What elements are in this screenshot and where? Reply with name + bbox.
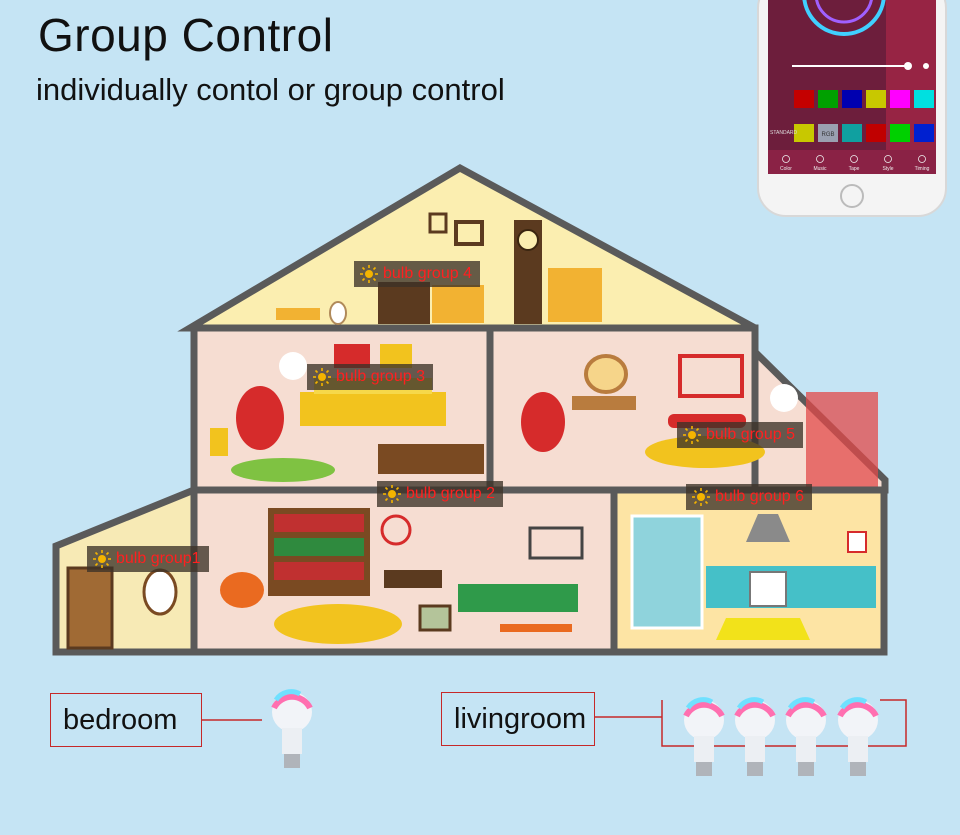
color-swatch[interactable]: [914, 124, 934, 142]
picture-frame-2: [428, 212, 448, 234]
egg-chair-2: [521, 392, 565, 452]
attic-armchair: [432, 285, 484, 323]
phone-tab-icon: [782, 155, 790, 163]
livingroom-bulb-4: [837, 697, 879, 776]
phone-tab-tape[interactable]: Tape: [849, 166, 860, 172]
bulb-group-label-text: bulb group 2: [406, 485, 495, 502]
floor-lamp-shade-2: [770, 384, 798, 412]
fridge: [630, 514, 704, 630]
green-rug: [231, 458, 335, 482]
phone-tab-style[interactable]: Style: [882, 166, 893, 172]
book-row-1: [274, 514, 364, 532]
livingroom-bulb-1: [683, 697, 725, 776]
color-swatch[interactable]: [914, 90, 934, 108]
color-swatch[interactable]: [866, 124, 886, 142]
page-title: Group Control: [38, 9, 334, 61]
bulb-group-label-text: bulb group 4: [383, 265, 472, 282]
rgb-swatch-label: RGB: [821, 132, 834, 138]
door: [66, 566, 114, 650]
attic-bench: [276, 308, 320, 320]
bulb-group-6-label: bulb group 6: [686, 484, 812, 510]
phone-app-preview: RGB STANDARD Color Music Tape Style Timing: [757, 0, 947, 217]
tv-cabinet: [378, 444, 484, 474]
bulb-group-4-label: bulb group 4: [354, 261, 480, 287]
checkered-curtain: [806, 392, 878, 490]
color-swatch[interactable]: [866, 90, 886, 108]
brightness-handle: [904, 62, 912, 70]
orange-chair: [220, 572, 264, 608]
yellow-mat: [716, 618, 810, 640]
picture-frame: [454, 220, 484, 246]
wall-frames: [678, 354, 744, 398]
green-sofa: [458, 584, 578, 612]
bulb-group-label-text: bulb group1: [116, 550, 201, 567]
yellow-sofa: [300, 392, 446, 426]
home-button: [840, 184, 864, 208]
bedroom-bulb: [271, 689, 313, 768]
livingroom-box: livingroom: [441, 692, 595, 746]
range-hood: [746, 514, 790, 542]
bulb-group-5-label: bulb group 5: [677, 422, 803, 448]
vanity-mirror: [584, 354, 628, 394]
bulb-group-1-label: bulb group1: [87, 546, 209, 572]
standard-label: STANDARD: [770, 130, 798, 136]
phone-tab-icon: [816, 155, 824, 163]
egg-chair: [236, 386, 284, 450]
color-wheel-arc: [802, 0, 886, 36]
wall-clock: [380, 514, 412, 546]
livingroom-bracket: [661, 699, 907, 747]
bulb-group-label-text: bulb group 6: [715, 488, 804, 505]
bulb-icon: [360, 265, 378, 283]
oval-mirror: [142, 568, 178, 616]
bulb-group-2-label: bulb group 2: [377, 481, 503, 507]
phone-tab-color[interactable]: Color: [780, 166, 792, 172]
coffee-table: [500, 624, 572, 632]
bulb-icon: [692, 488, 710, 506]
book-row-3: [274, 562, 364, 580]
color-swatch[interactable]: [890, 90, 910, 108]
phone-tab-icon: [918, 155, 926, 163]
book-row-2: [274, 538, 364, 556]
vase: [210, 428, 228, 456]
tv: [418, 604, 452, 632]
paper-towel: [847, 531, 867, 553]
bulb-icon: [383, 485, 401, 503]
color-swatch[interactable]: [794, 124, 814, 142]
bulb-group-3-label: bulb group 3: [307, 364, 433, 390]
vanity: [572, 396, 636, 410]
color-swatch[interactable]: [818, 124, 838, 142]
floor-lamp-shade: [279, 352, 307, 380]
starburst-rug: [274, 604, 402, 644]
mirror: [329, 301, 347, 325]
color-swatch[interactable]: [842, 124, 862, 142]
attic-armchair-2: [548, 268, 602, 322]
phone-tab-icon: [884, 155, 892, 163]
phone-tab-icon: [850, 155, 858, 163]
color-swatch[interactable]: [842, 90, 862, 108]
screen-right-glow: [886, 0, 936, 174]
bulb-icon: [313, 368, 331, 386]
side-cabinet: [384, 570, 442, 588]
bulb-group-label-text: bulb group 3: [336, 368, 425, 385]
phone-tab-music[interactable]: Music: [813, 166, 827, 172]
bulb-group-label-text: bulb group 5: [706, 426, 795, 443]
page-subtitle: individually contol or group control: [36, 72, 505, 107]
kitchen-counter: [706, 566, 876, 608]
brightness-icon: [923, 63, 929, 69]
phone-tab-timing[interactable]: Timing: [915, 166, 930, 172]
color-swatch[interactable]: [794, 90, 814, 108]
bedroom-box: bedroom: [50, 693, 202, 747]
attic-dresser: [378, 282, 430, 324]
bulb-icon: [683, 426, 701, 444]
frames: [528, 526, 584, 560]
bulb-icon: [93, 550, 111, 568]
color-swatch[interactable]: [890, 124, 910, 142]
livingroom-bulb-3: [785, 697, 827, 776]
oven: [749, 571, 787, 607]
clock-face: [517, 229, 539, 251]
livingroom-bulb-2: [734, 697, 776, 776]
color-swatch[interactable]: [818, 90, 838, 108]
